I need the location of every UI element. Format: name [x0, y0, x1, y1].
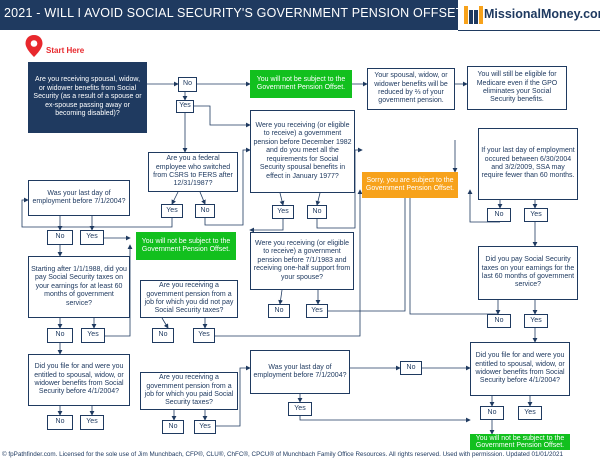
answer-no: No: [47, 328, 73, 343]
logo-tld: .com: [579, 7, 600, 21]
q-pension-no-ss-taxes: Are you receiving a government pension f…: [140, 280, 238, 318]
q-spousal-benefits: Are you receiving spousal, widow, or wid…: [28, 62, 147, 133]
answer-no: No: [400, 361, 422, 375]
answer-yes: Yes: [194, 420, 216, 434]
answer-no: No: [268, 304, 290, 318]
q-60-months-last: Did you pay Social Security taxes on you…: [478, 246, 578, 300]
answer-no: No: [47, 230, 73, 245]
answer-yes: Yes: [80, 415, 104, 430]
result-not-subject-gpo: You will not be subject to the Governmen…: [136, 232, 236, 260]
answer-yes: Yes: [288, 402, 312, 416]
missional-money-logo-icon: [464, 6, 483, 24]
result-reduced-two-thirds: Your spousal, widow, or widower benefits…: [367, 68, 455, 110]
answer-no: No: [178, 77, 197, 92]
q-pension-before-1982: Were you receiving (or eligible to recei…: [250, 110, 355, 193]
answer-yes: Yes: [272, 205, 294, 219]
answer-no: No: [162, 420, 184, 434]
q-pension-before-1983: Were you receiving (or eligible to recei…: [250, 232, 354, 290]
answer-yes: Yes: [176, 100, 194, 113]
start-here-label: Start Here: [46, 46, 85, 55]
logo-text: MissionalMoney.com: [484, 7, 600, 21]
logo: MissionalMoney.com: [458, 0, 600, 31]
answer-yes: Yes: [193, 328, 215, 343]
answer-no: No: [487, 314, 511, 328]
q-pension-paid-ss-taxes: Are you receiving a government pension f…: [140, 372, 238, 410]
q-last-day-range: If your last day of employment occured b…: [478, 128, 578, 200]
answer-no: No: [47, 415, 73, 430]
q-60-months-after-1988: Starting after 1/1/1988, did you pay Soc…: [28, 256, 130, 318]
answer-no: No: [480, 406, 504, 420]
copyright-footer: © fpPathfinder.com. Licensed for the sol…: [2, 451, 564, 458]
answer-yes: Yes: [306, 304, 328, 318]
page-title: 2021 - WILL I AVOID SOCIAL SECURITY'S GO…: [4, 6, 471, 20]
q-csrs-to-fers: Are you a federal employee who switched …: [148, 152, 238, 192]
q-filed-before-2004-b: Did you file for and were you entitled t…: [470, 342, 570, 396]
answer-yes: Yes: [161, 204, 183, 218]
result-medicare-eligible: You will still be eligible for Medicare …: [467, 66, 567, 110]
result-subject-gpo: Sorry, you are subject to the Government…: [362, 172, 458, 198]
header-bar: 2021 - WILL I AVOID SOCIAL SECURITY'S GO…: [0, 0, 600, 31]
map-pin-icon: [25, 35, 43, 57]
answer-yes: Yes: [81, 328, 105, 343]
logo-main: MissionalMoney: [484, 7, 580, 21]
answer-yes: Yes: [524, 314, 548, 328]
answer-no: No: [307, 205, 327, 219]
q-last-day-2004-b: Was your last day of employment before 7…: [250, 350, 350, 394]
answer-no: No: [487, 208, 511, 222]
q-last-day-2004: Was your last day of employment before 7…: [28, 180, 130, 216]
answer-no: No: [152, 328, 174, 343]
result-not-subject-gpo-bottom: You will not be subject to the Governmen…: [470, 434, 570, 450]
answer-yes: Yes: [518, 406, 542, 420]
answer-yes: Yes: [524, 208, 548, 222]
answer-yes: Yes: [80, 230, 104, 245]
answer-no: No: [195, 204, 215, 218]
result-not-subject-gpo-top: You will not be subject to the Governmen…: [250, 70, 352, 98]
q-filed-before-2004-a: Did you file for and were you entitled t…: [28, 354, 130, 406]
